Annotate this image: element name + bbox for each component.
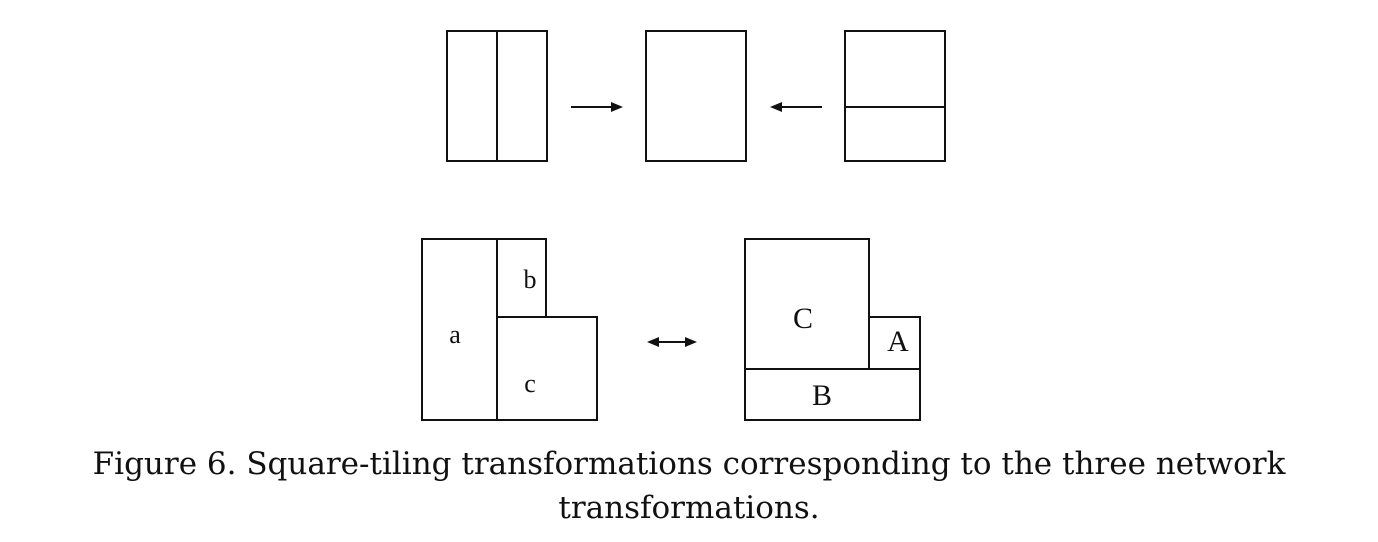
top-right-arrow-icon <box>571 102 623 112</box>
tile-c <box>496 316 598 421</box>
top-center-tiling <box>645 30 747 162</box>
bottom-double-arrow-icon <box>647 337 697 347</box>
bottom-left-tiling: a b c <box>421 238 598 421</box>
figure-diagram: a b c C A B <box>421 30 946 421</box>
figure-caption: Figure 6. Square-tiling transformations … <box>0 442 1378 530</box>
figure-caption-text: Figure 6. Square-tiling transformations … <box>92 446 1286 526</box>
top-center-rect <box>645 30 747 162</box>
label-B: B <box>812 379 832 412</box>
bottom-right-tiling: C A B <box>744 238 921 421</box>
label-a: a <box>449 320 461 349</box>
top-right-tiling <box>844 30 946 162</box>
top-left-arrow-icon <box>770 102 822 112</box>
label-A: A <box>887 325 909 358</box>
tile-b <box>496 238 547 318</box>
label-C: C <box>793 302 813 335</box>
top-left-tiling <box>446 30 548 162</box>
tile-B <box>744 368 921 421</box>
label-c: c <box>524 369 536 398</box>
label-b: b <box>524 265 537 294</box>
top-right-outer-rect <box>844 30 946 162</box>
